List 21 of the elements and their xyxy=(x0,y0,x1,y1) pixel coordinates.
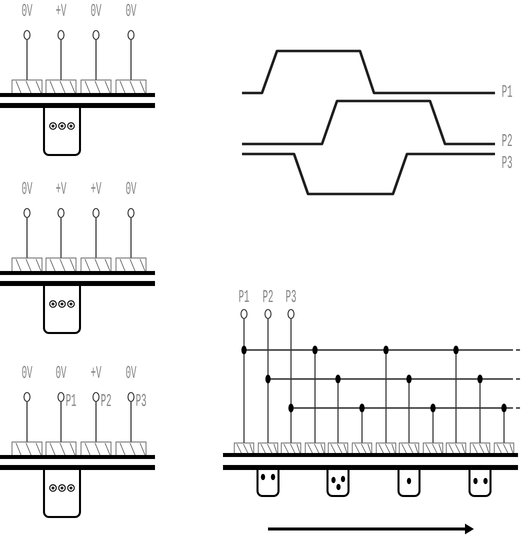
phase-label: P2 xyxy=(502,134,512,146)
voltage-label: 0V xyxy=(91,4,102,16)
phase-label: P3 xyxy=(286,290,296,302)
voltage-label: 0V xyxy=(56,366,66,378)
voltage-label: 0V xyxy=(126,4,136,16)
voltage-label: +V xyxy=(56,182,66,194)
phase-label: P1 xyxy=(502,85,512,97)
phase-label: P1 xyxy=(66,394,76,406)
phase-label: P2 xyxy=(263,290,273,302)
phase-label: P1 xyxy=(239,290,249,302)
voltage-label: +V xyxy=(91,366,102,378)
phase-label: P3 xyxy=(136,394,146,406)
voltage-label: 0V xyxy=(22,4,32,16)
phase-label: P2 xyxy=(101,394,111,406)
voltage-label: 0V xyxy=(22,182,32,194)
voltage-label: 0V xyxy=(22,366,32,378)
voltage-label: +V xyxy=(56,4,66,16)
voltage-label: 0V xyxy=(126,366,136,378)
voltage-label: 0V xyxy=(126,182,136,194)
voltage-label: +V xyxy=(91,182,102,194)
phase-label: P3 xyxy=(502,156,512,168)
